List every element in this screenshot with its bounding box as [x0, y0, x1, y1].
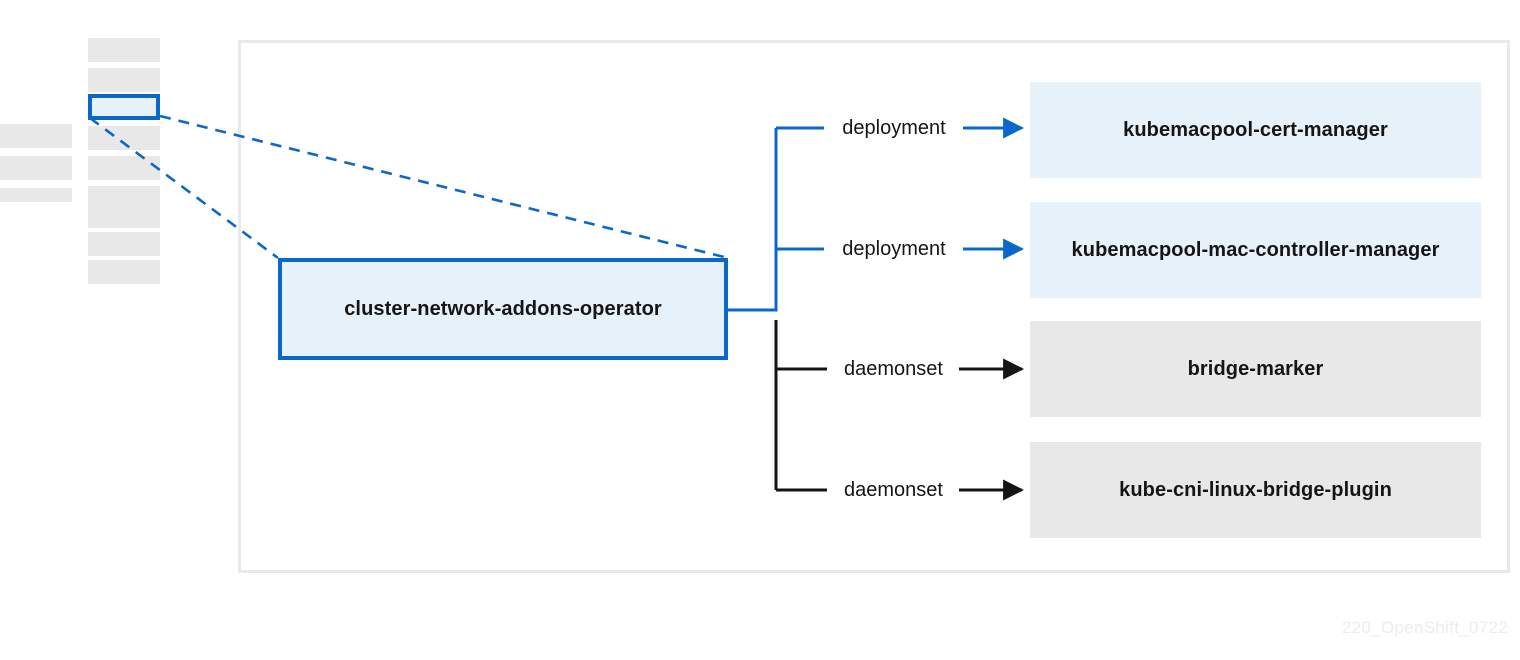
- mock-secondary-bar: [0, 156, 72, 180]
- mock-menu-item-selected[interactable]: [88, 94, 160, 120]
- mock-secondary-bar: [0, 124, 72, 148]
- mock-menu-item[interactable]: [88, 126, 160, 150]
- watermark: 220_OpenShift_0722: [1341, 618, 1508, 637]
- node-bridge-marker[interactable]: bridge-marker: [1030, 321, 1481, 417]
- node-label: cluster-network-addons-operator: [344, 297, 662, 320]
- node-kubemacpool-cert-manager[interactable]: kubemacpool-cert-manager: [1030, 82, 1481, 178]
- node-kube-cni-linux-bridge-plugin[interactable]: kube-cni-linux-bridge-plugin: [1030, 442, 1481, 538]
- edge-label-daemonset-1: daemonset: [844, 358, 943, 380]
- mock-menu-item[interactable]: [88, 156, 160, 180]
- node-label: bridge-marker: [1187, 357, 1324, 380]
- edge-label-deployment-2: deployment: [842, 238, 946, 260]
- node-label: kube-cni-linux-bridge-plugin: [1119, 478, 1392, 501]
- mock-menu-item[interactable]: [88, 38, 160, 62]
- node-label: kubemacpool-cert-manager: [1123, 118, 1388, 141]
- mock-menu-item[interactable]: [88, 204, 160, 228]
- mock-menu-item[interactable]: [88, 260, 160, 284]
- edge-label-daemonset-2: daemonset: [844, 479, 943, 501]
- mock-secondary-bar: [0, 188, 72, 202]
- detail-frame: [238, 40, 1510, 573]
- node-label: kubemacpool-mac-controller-manager: [1071, 238, 1440, 261]
- mock-menu-item[interactable]: [88, 68, 160, 92]
- node-kubemacpool-mac-controller-manager[interactable]: kubemacpool-mac-controller-manager: [1030, 202, 1481, 298]
- edge-label-deployment-1: deployment: [842, 117, 946, 139]
- node-cluster-network-addons-operator[interactable]: cluster-network-addons-operator: [278, 258, 728, 360]
- mock-menu-item[interactable]: [88, 232, 160, 256]
